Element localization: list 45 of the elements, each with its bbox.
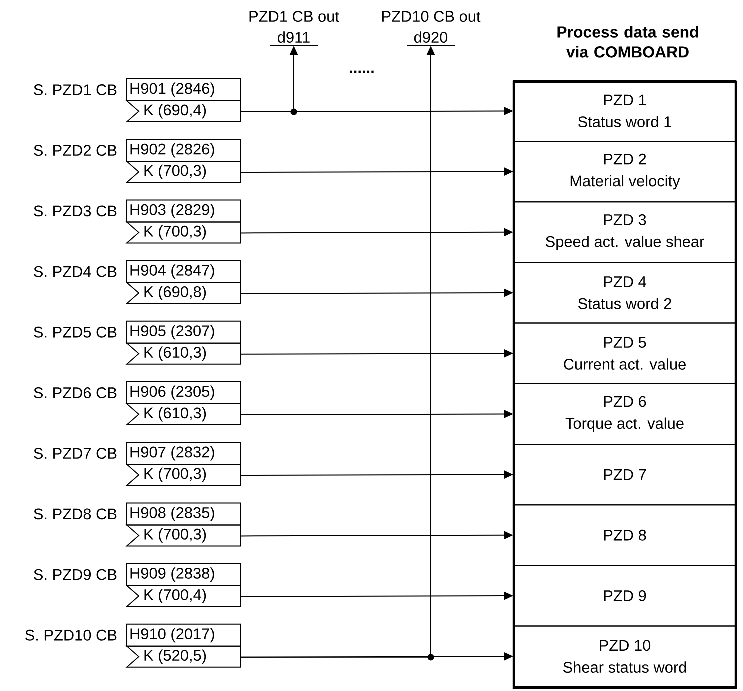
pzd-cell: PZD 1 Status word 1 (514, 80, 736, 142)
pzd-cell: PZD 9 (514, 565, 736, 627)
pzd-cell: PZD 7 (514, 444, 736, 506)
connector-block: H909 (2838) K (700,4) (126, 563, 242, 608)
pzd-cell: PZD 10 Shear status word (514, 626, 736, 688)
connector-block: H908 (2835) K (700,3) (126, 502, 242, 547)
signal-name: S. PZD5 CB (34, 326, 117, 338)
node-label: K (610,3) (144, 346, 206, 362)
pzd-cell: PZD 8 (514, 504, 736, 566)
signal-name: S. PZD9 CB (34, 569, 117, 580)
pzd-cell: PZD 5 Current act. value (514, 322, 736, 384)
connector-block: H901 (2846) K (690,4) (126, 78, 242, 122)
signal-name: S. PZD3 CB (34, 206, 117, 217)
signal-name: S. PZD7 CB (34, 448, 117, 460)
ellipsis-dots: ...... (350, 70, 374, 74)
output-signal: PZD1 CB out d911 (250, 11, 340, 46)
panel-heading: Process data send via COMBOARD (558, 26, 698, 58)
connector-block: H905 (2307) K (610,3) (126, 320, 242, 365)
connector-block: H904 (2847) K (690,8) (126, 260, 242, 304)
signal-name: S. PZD4 CB (34, 266, 117, 278)
signal-name: S. PZD8 CB (34, 508, 117, 520)
node-label: K (700,4) (144, 589, 206, 604)
node-label: K (700,3) (144, 164, 206, 180)
output-signal: PZD10 CB out d920 (382, 11, 481, 46)
signal-name: S. PZD10 CB (26, 630, 117, 641)
node-label: K (690,4) (144, 104, 206, 119)
node-label: K (520,5) (144, 650, 206, 664)
connector-block: H902 (2826) K (700,3) (126, 139, 242, 184)
connector-block: H903 (2829) K (700,3) (126, 200, 242, 244)
connector-block: H906 (2305) K (610,3) (126, 382, 242, 426)
signal-name: S. PZD6 CB (34, 388, 117, 398)
pzd-cell: PZD 2 Material velocity (514, 141, 736, 203)
pzd-cell: PZD 4 Status word 2 (514, 262, 736, 324)
node-label: K (700,3) (144, 528, 206, 543)
process-data-panel (512, 80, 738, 690)
connector-block: H907 (2832) K (700,3) (126, 442, 242, 486)
node-label: K (700,3) (144, 468, 206, 482)
pzd-cell: PZD 3 Speed act. value shear (514, 202, 736, 264)
pzd-cell: PZD 6 Torque act. value (514, 383, 736, 445)
node-label: K (610,3) (144, 407, 206, 422)
node-label: K (700,3) (144, 226, 206, 240)
connector-block: H910 (2017) K (520,5) (126, 624, 242, 668)
node-label: K (690,8) (144, 286, 206, 300)
signal-name: S. PZD2 CB (34, 145, 117, 156)
signal-name: S. PZD1 CB (34, 84, 117, 96)
